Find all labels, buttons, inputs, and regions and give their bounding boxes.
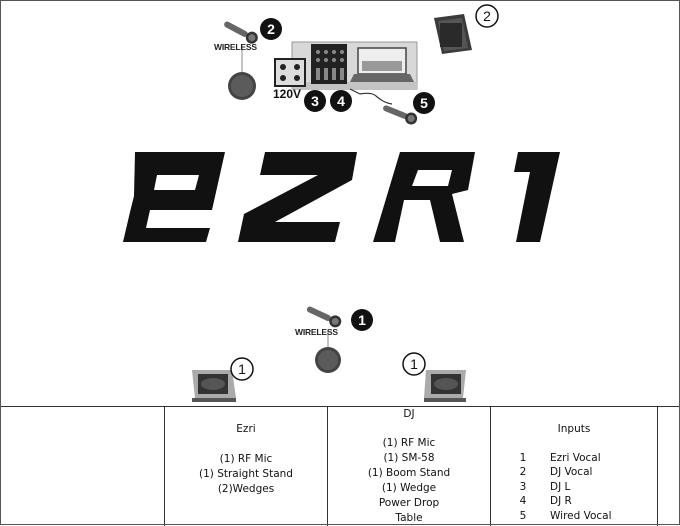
list-item: Table (395, 512, 423, 524)
voltage-label: 120V (273, 87, 302, 101)
input-name: DJ R (550, 495, 572, 507)
input-list-table: Ezri (1) RF Mic (1) Straight Stand (2)We… (0, 406, 680, 526)
table-row: 4 DJ R (491, 495, 657, 510)
wired-mic (349, 88, 418, 125)
svg-text:3: 3 (311, 93, 319, 109)
table-row: 3 DJ L (491, 481, 657, 496)
inputs-column: Inputs 1 Ezri Vocal 2 DJ Vocal 3 DJ L 4 DJ R… (491, 407, 658, 526)
table-row: 5 Wired Vocal (491, 510, 657, 525)
input-name: Ezri Vocal (550, 452, 601, 464)
badge-wedge-right: 1 (402, 352, 426, 376)
list-item: (1) SM-58 (383, 452, 435, 464)
ezri-wireless-mic (306, 306, 342, 373)
ezri-header: Ezri (236, 423, 256, 435)
input-number: 5 (519, 510, 527, 522)
wedge-left (192, 370, 236, 402)
list-item: (2)Wedges (217, 483, 275, 495)
svg-text:2: 2 (267, 21, 275, 37)
svg-text:1: 1 (358, 312, 366, 328)
list-item: Power Drop (378, 497, 440, 509)
dj-lines: (1) RF Mic (1) SM-58 (1) Boom Stand (1) … (328, 436, 490, 526)
list-item: (1) RF Mic (219, 453, 273, 465)
svg-text:4: 4 (337, 93, 345, 109)
input-number: 1 (519, 452, 527, 464)
list-item: (1) Wedge (381, 482, 437, 494)
badge-wedge-left: 1 (230, 357, 254, 381)
input-number: 3 (519, 481, 527, 493)
svg-text:1: 1 (410, 356, 418, 372)
ezri-column: Ezri (1) RF Mic (1) Straight Stand (2)We… (164, 407, 328, 526)
list-item: (1) Boom Stand (367, 467, 451, 479)
badge-mixer-a: 3 (304, 90, 326, 112)
table-row: 1 Ezri Vocal (491, 452, 657, 467)
power-outlet (274, 58, 306, 87)
list-item: (1) RF Mic (382, 437, 436, 449)
input-name: DJ L (550, 481, 571, 493)
wireless-label-ezri: WIRELESS (295, 327, 338, 337)
logo-text (123, 152, 560, 242)
dj-column: DJ (1) RF Mic (1) SM-58 (1) Boom Stand (… (328, 407, 491, 526)
ezri-lines: (1) RF Mic (1) Straight Stand (2)Wedges (165, 452, 327, 497)
badge-mic-dj: 2 (260, 18, 282, 40)
table-row: 2 DJ Vocal (491, 466, 657, 481)
dj-wireless-mic (224, 21, 258, 100)
list-item: (1) Straight Stand (199, 468, 293, 480)
monitor-speaker (434, 14, 472, 54)
svg-text:2: 2 (483, 8, 491, 24)
badge-speaker-top: 2 (475, 4, 499, 28)
badge-mixer-b: 4 (330, 90, 352, 112)
input-number: 2 (519, 466, 527, 478)
input-number: 4 (519, 495, 527, 507)
input-name: DJ Vocal (550, 466, 593, 478)
badge-mic-ezri: 1 (351, 309, 373, 331)
stage-drawing: 2 3 4 5 1 2 1 1 (123, 4, 560, 402)
dj-table (291, 41, 418, 90)
wedge-right (424, 370, 466, 402)
wireless-label-dj: WIRELESS (214, 42, 257, 52)
dj-header: DJ (403, 408, 415, 420)
svg-text:1: 1 (238, 361, 246, 377)
svg-text:5: 5 (420, 95, 428, 111)
input-name: Wired Vocal (550, 510, 612, 522)
inputs-header: Inputs (557, 423, 591, 435)
badge-wired-mic: 5 (413, 92, 435, 114)
